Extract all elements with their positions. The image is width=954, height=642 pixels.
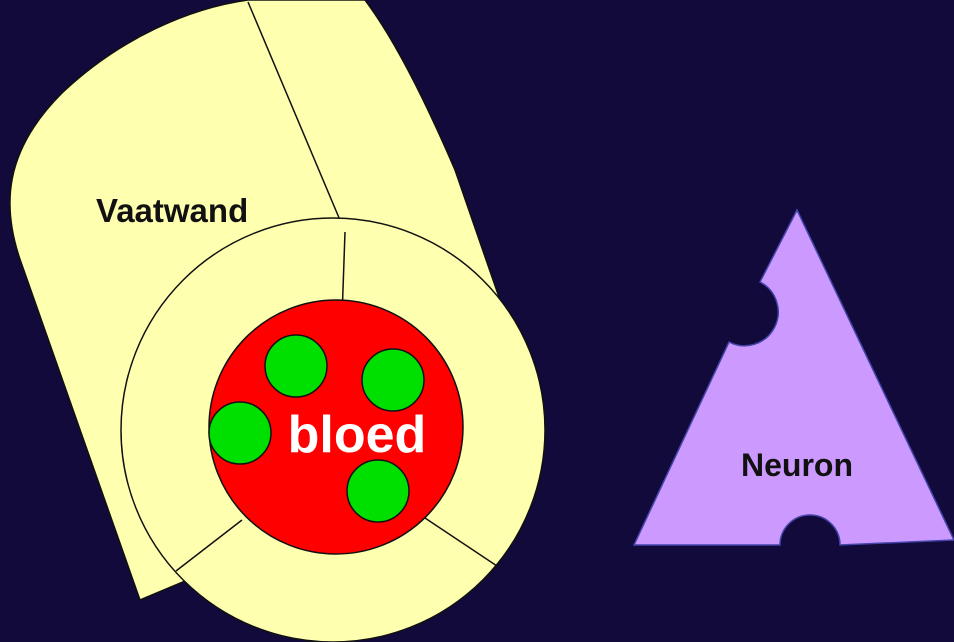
blood-cell [361, 348, 425, 412]
wall-divider-left [175, 519, 243, 572]
blood-cell [264, 334, 328, 398]
vessel-wall-label: Vaatwand [96, 192, 248, 229]
blood-cell [346, 459, 410, 523]
wall-divider-right [424, 517, 498, 567]
neuron-shape [632, 208, 954, 546]
blood-cell [208, 401, 272, 465]
neuron-label: Neuron [741, 447, 853, 483]
vessel-seam-line [247, 1, 346, 233]
blood-label: bloed [288, 406, 427, 464]
